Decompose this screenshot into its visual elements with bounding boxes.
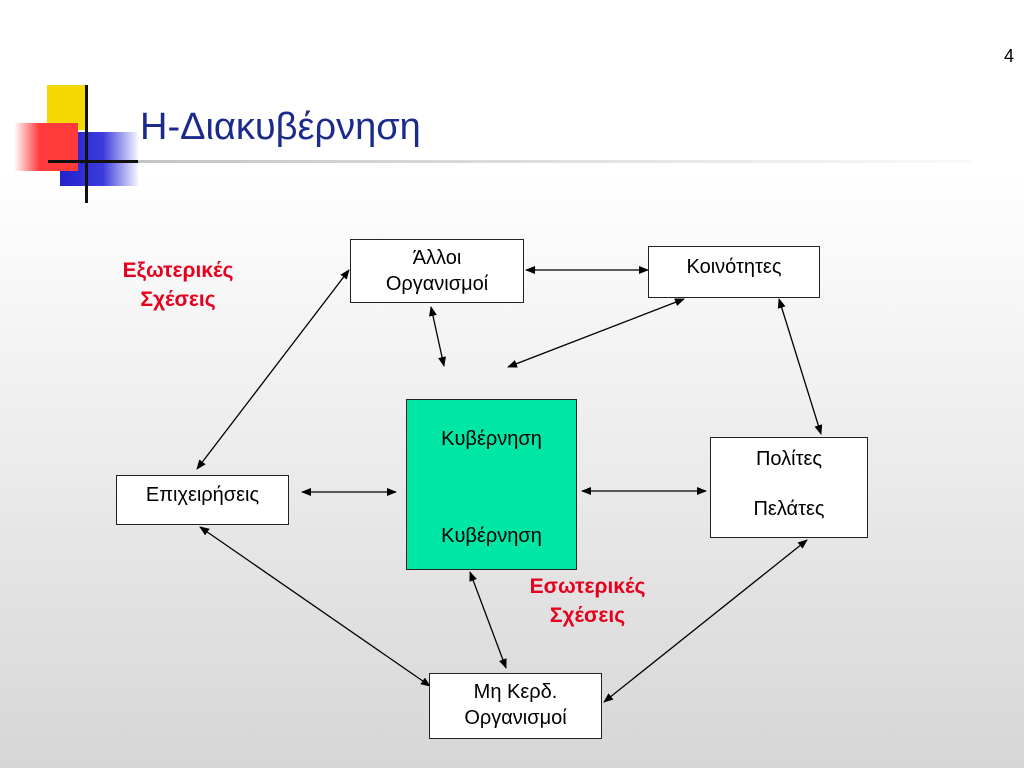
arrow-communities-citizens — [777, 298, 823, 435]
arrow-other-orgs-government — [429, 306, 446, 367]
arrow-business-nonprofit — [199, 526, 431, 687]
external-label-line2: Σχέσεις — [140, 288, 216, 311]
node-communities-line1: Κοινότητες — [686, 256, 782, 278]
internal-relations-label: Εσωτερικές Σχέσεις — [505, 572, 670, 630]
external-relations-label: Εξωτερικές Σχέσεις — [103, 256, 253, 314]
node-citizens-spacer — [711, 472, 867, 496]
external-label-line1: Εξωτερικές — [122, 259, 234, 282]
node-nonprofit-organizations: Μη Κερδ. Οργανισμοί — [429, 673, 602, 739]
node-citizens-line1: Πολίτες — [755, 448, 823, 470]
node-businesses: Επιχειρήσεις — [116, 475, 289, 525]
page-number: 4 — [1003, 46, 1014, 66]
decorative-logo — [0, 0, 160, 210]
node-citizens-customers: Πολίτες Πελάτες — [710, 437, 868, 538]
logo-horizontal-line — [48, 160, 140, 163]
node-business-line1: Επιχειρήσεις — [145, 484, 260, 506]
arrow-business-other-orgs — [196, 269, 350, 470]
node-communities: Κοινότητες — [648, 246, 820, 298]
node-other-orgs-line1: Άλλοι — [412, 247, 462, 269]
logo-yellow-square — [47, 85, 87, 130]
arrow-government-nonprofit — [469, 571, 507, 669]
node-nonprofit-line2: Οργανισμοί — [464, 707, 567, 729]
logo-vertical-line — [85, 85, 88, 203]
logo-red-square — [14, 123, 78, 171]
slide-title: Η-Διακυβέρνηση — [140, 106, 421, 148]
node-nonprofit-line1: Μη Κερδ. — [473, 681, 558, 703]
arrow-citizens-nonprofit — [603, 539, 808, 703]
internal-label-line2: Σχέσεις — [549, 604, 626, 627]
node-other-organizations: Άλλοι Οργανισμοί — [350, 239, 524, 303]
arrow-communities-government — [507, 298, 685, 368]
title-underline — [138, 160, 974, 163]
node-other-orgs-line2: Οργανισμοί — [385, 273, 489, 295]
node-citizens-line2: Πελάτες — [753, 498, 825, 520]
node-government-line2: Κυβέρνηση — [441, 525, 542, 547]
node-government: Κυβέρνηση Κυβέρνηση — [406, 399, 577, 570]
node-government-line1: Κυβέρνηση — [441, 428, 542, 450]
internal-label-line1: Εσωτερικές — [529, 575, 646, 598]
